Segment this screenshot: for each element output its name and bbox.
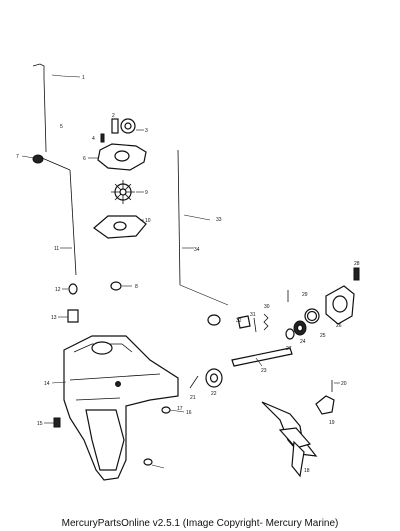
callout-30: 30 <box>264 304 270 310</box>
callout-20: 20 <box>341 381 347 387</box>
callout-34: 34 <box>194 247 200 253</box>
drain-screw <box>44 417 61 428</box>
callout-9: 9 <box>145 190 148 196</box>
callout-6: 6 <box>83 156 86 162</box>
callout-15: 15 <box>37 421 43 427</box>
callout-labels: 1 2 3 4 5 6 7 8 9 10 11 12 13 14 15 16 1… <box>16 75 360 474</box>
carrier-screw <box>353 267 360 281</box>
spring <box>263 313 269 331</box>
callout-13: 13 <box>51 315 57 321</box>
propeller-nut <box>315 395 335 415</box>
bearing-carrier <box>325 285 355 325</box>
lower-shift-shaft <box>60 169 77 276</box>
propeller <box>261 401 318 478</box>
gear-housing <box>51 335 179 481</box>
washer <box>143 406 185 469</box>
shift-rod <box>32 63 81 152</box>
cotter-screw <box>331 380 340 392</box>
forward-gear-bearing <box>205 368 223 388</box>
callout-7: 7 <box>16 154 19 160</box>
callout-26: 26 <box>336 323 342 329</box>
callout-33: 33 <box>216 217 222 223</box>
callout-2: 2 <box>112 113 115 119</box>
copyright-caption: MercuryPartsOnline v2.5.1 (Image Copyrig… <box>61 518 339 529</box>
callout-5: 5 <box>60 124 63 130</box>
callout-4: 4 <box>92 136 95 142</box>
callout-10: 10 <box>145 218 151 224</box>
callout-3: 3 <box>145 128 148 134</box>
callout-11: 11 <box>54 246 59 252</box>
callout-31: 31 <box>250 312 256 318</box>
callout-24: 24 <box>300 339 306 345</box>
callout-12: 12 <box>55 287 61 293</box>
water-pump-upper <box>100 118 144 143</box>
callout-22: 22 <box>211 391 217 397</box>
callout-14: 14 <box>44 381 50 387</box>
impeller <box>111 180 144 204</box>
callout-16: 16 <box>186 410 192 416</box>
callout-25: 25 <box>320 333 326 339</box>
callout-18: 18 <box>304 468 310 474</box>
water-pump-body <box>88 143 147 171</box>
callout-29: 29 <box>302 292 308 298</box>
reverse-gear <box>285 308 320 340</box>
drive-shaft-bushing <box>207 314 221 326</box>
shift-knob <box>21 154 71 171</box>
shift-pin <box>189 375 199 389</box>
callout-21: 21 <box>190 395 196 401</box>
callout-17: 17 <box>177 406 183 412</box>
callout-28: 28 <box>354 261 360 267</box>
drive-shaft <box>177 149 229 306</box>
callout-19: 19 <box>329 420 335 426</box>
callout-23: 23 <box>261 368 267 374</box>
bushing <box>58 283 79 323</box>
pump-plate <box>93 215 147 239</box>
callout-27: 27 <box>286 346 292 352</box>
propeller-shaft <box>231 347 293 367</box>
callout-32: 32 <box>236 318 242 324</box>
grommet <box>110 281 132 291</box>
callout-8: 8 <box>135 284 138 290</box>
callout-1: 1 <box>82 75 85 81</box>
clutch-dog <box>237 315 257 333</box>
